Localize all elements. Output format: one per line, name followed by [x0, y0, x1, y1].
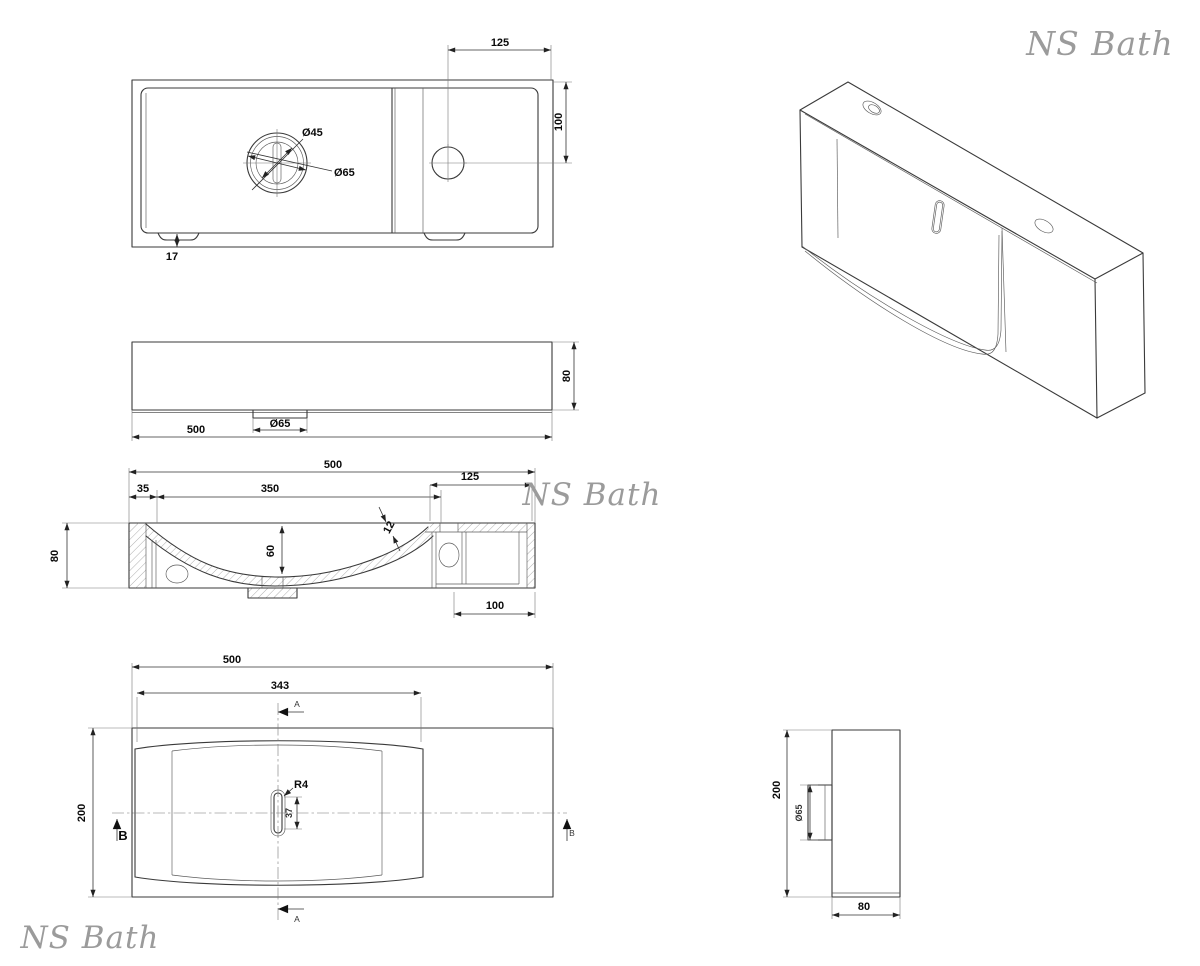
section-marker-a-bottom: A: [294, 914, 300, 924]
dim-label-deck-width: 100: [486, 600, 504, 612]
bottom-view-basin-top-edge: [134, 740, 424, 750]
dim-label-side-height: 80: [858, 901, 870, 913]
side-view: 200 Ø65 80: [771, 729, 901, 919]
dim-label-basin-depth: 60: [265, 545, 277, 557]
top-view-right-foot-notch: [423, 232, 466, 241]
dim-label-foot-inset: 17: [166, 251, 178, 263]
dim-label-front-width: 500: [187, 424, 205, 436]
front-view-outline: [131, 341, 553, 411]
iso-basin-sweep: [801, 230, 1003, 351]
watermark-bottom-left: NS Bath: [20, 920, 160, 956]
dim-label-section-height: 80: [49, 550, 61, 562]
bottom-view-basin-bottom-edge: [134, 876, 424, 886]
dim-label-side-depth: 200: [771, 781, 783, 799]
section-basin-shell: [146, 524, 433, 586]
dim-label-side-drain: Ø65: [794, 804, 804, 821]
section-view: 500 35 350 125 60 80 100 12 NS Bath: [49, 459, 662, 618]
iso-drain-hole: [862, 100, 882, 116]
dim-label-bottom-depth: 200: [76, 804, 88, 822]
isometric-view: [799, 81, 1146, 419]
front-view: Ø65 500 80: [131, 341, 579, 441]
top-view-inner-outline: [140, 87, 539, 234]
bottom-view: R4 37 500 343 200 A A B B: [76, 654, 575, 924]
front-view-drain-stub: [252, 409, 308, 419]
dim-label-basin-span: 350: [261, 483, 279, 495]
section-marker-a-top: A: [294, 699, 300, 709]
dim-label-front-height: 80: [561, 370, 573, 382]
top-view-outer-outline: [131, 79, 554, 248]
section-right-hole: [438, 542, 460, 568]
top-view: Ø45 Ø65 125 100 17: [131, 37, 572, 263]
dim-label-basin-width: 343: [271, 680, 289, 692]
dim-label-slot-radius: R4: [294, 779, 309, 791]
iso-deck-edge: [1001, 227, 1007, 353]
watermark-middle: NS Bath: [522, 477, 662, 513]
dim-label-front-drain: Ø65: [270, 418, 291, 430]
dim-label-wall-thickness: 12: [381, 519, 397, 535]
bottom-view-outline: [131, 727, 554, 898]
dim-label-ledge: 35: [137, 483, 149, 495]
iso-front-bottom-edge: [801, 246, 1098, 419]
dim-label-bottom-width: 500: [223, 654, 241, 666]
watermark-top-right: NS Bath: [1025, 24, 1173, 63]
dim-label-slot-length: 37: [284, 808, 294, 818]
section-marker-b-right: B: [569, 828, 575, 838]
dim-label-drain-inner: Ø45: [302, 127, 323, 139]
dim-label-faucet-y: 100: [553, 113, 565, 131]
section-drain-boss: [247, 587, 298, 599]
dim-label-deck: 125: [461, 471, 479, 483]
section-left-hole: [165, 564, 189, 584]
dim-label-section-width: 500: [324, 459, 342, 471]
iso-overflow-slot: [933, 201, 943, 233]
dim-label-faucet-x: 125: [491, 37, 509, 49]
dim-label-drain-outer: Ø65: [334, 167, 355, 179]
iso-rim-edge: [804, 113, 1098, 284]
section-marker-b-left: B: [118, 828, 127, 843]
iso-faucet-hole: [1034, 218, 1054, 234]
